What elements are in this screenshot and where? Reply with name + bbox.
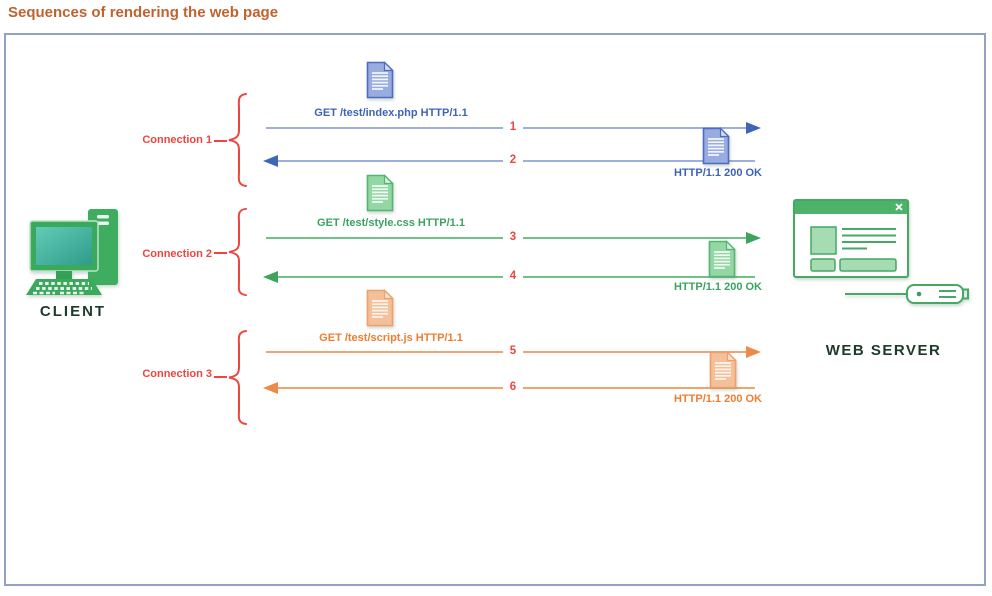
connection-3-label: Connection 3 (142, 368, 212, 380)
client-label: CLIENT (39, 303, 107, 320)
sequence-number: 2 (503, 153, 523, 168)
response-document-icon (702, 127, 730, 165)
sequence-number: 6 (503, 380, 523, 395)
sequence-number: 4 (503, 269, 523, 284)
label-connector (214, 252, 227, 254)
response-text: HTTP/1.1 200 OK (673, 281, 763, 293)
client-computer-icon (26, 209, 118, 295)
power-plug-icon (845, 284, 969, 304)
page-title: Sequences of rendering the web page (8, 4, 279, 21)
response-text: HTTP/1.1 200 OK (673, 393, 763, 405)
connection-1-label: Connection 1 (142, 134, 212, 146)
server-label: WEB SERVER (825, 342, 942, 359)
label-connector (214, 376, 227, 378)
server-browser-icon (793, 199, 909, 278)
brace-connection-2 (228, 207, 247, 297)
brace-connection-3 (228, 330, 247, 425)
arrowhead-left (263, 155, 278, 167)
request-document-icon (366, 174, 394, 212)
connection-2-label: Connection 2 (142, 248, 212, 260)
sequence-number: 5 (503, 344, 523, 359)
response-text: HTTP/1.1 200 OK (673, 167, 763, 179)
request-text: GET /test/index.php HTTP/1.1 (314, 107, 468, 119)
label-connector (214, 140, 227, 142)
request-document-icon (366, 61, 394, 99)
response-document-icon (708, 240, 736, 278)
arrowhead-left (263, 271, 278, 283)
request-document-icon (366, 289, 394, 327)
arrowhead-right (746, 346, 761, 358)
request-text: GET /test/script.js HTTP/1.1 (319, 332, 463, 344)
arrowhead-right (746, 122, 761, 134)
request-text: GET /test/style.css HTTP/1.1 (317, 217, 465, 229)
arrowhead-left (263, 382, 278, 394)
brace-connection-1 (228, 93, 247, 187)
titlebar (795, 201, 907, 214)
diagram-border (4, 33, 986, 586)
sequence-number: 1 (503, 120, 523, 135)
arrowhead-right (746, 232, 761, 244)
screen (36, 227, 92, 265)
close-icon (895, 203, 903, 211)
sequence-number: 3 (503, 230, 523, 245)
response-document-icon (709, 351, 737, 389)
